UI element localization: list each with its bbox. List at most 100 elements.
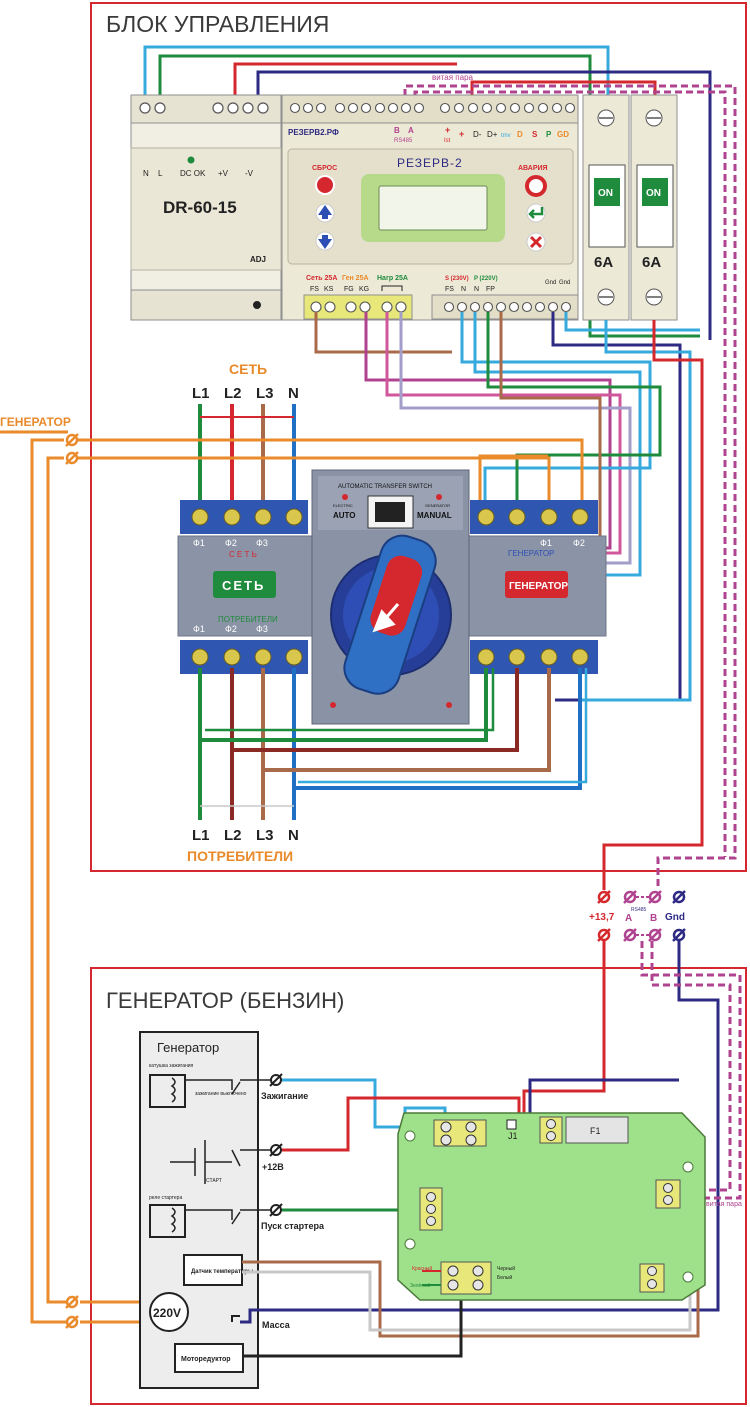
output-220v <box>149 1292 189 1332</box>
handle-arrow-icon <box>372 603 400 633</box>
link-power-label: +13,7 <box>589 912 615 923</box>
mains-badge <box>213 571 276 598</box>
controller-term-ist: Ist <box>444 138 451 144</box>
term-kg: KG <box>359 286 369 293</box>
controller-term-p: P <box>546 130 552 139</box>
consumer-phase-labels: L1 L2 L3 N <box>192 827 299 844</box>
mains-l3: L3 <box>256 385 274 402</box>
generator-badge <box>505 571 568 598</box>
reset-button[interactable] <box>315 175 335 195</box>
ats-left-bottom-ph3: Ф3 <box>256 624 268 634</box>
generator-feed-label: ГЕНЕРАТОР <box>0 415 71 429</box>
enter-arrow-icon <box>528 207 544 219</box>
psu-terminal-n: N <box>143 169 149 178</box>
ats-left-top-caption: С Е Т Ь <box>229 550 257 559</box>
mains-l2: L2 <box>224 385 242 402</box>
ignition-label: Зажигание <box>261 1091 308 1101</box>
term-fs2: FS <box>445 286 454 293</box>
ats-indicator-electric: ELECTRIC <box>333 503 353 508</box>
link-a-label: A <box>625 913 632 924</box>
consumer-n: N <box>288 827 299 844</box>
controller-term-tmv: tmv <box>501 133 511 139</box>
mains-wires <box>198 404 296 505</box>
ats-title: AUTOMATIC TRANSFER SWITCH <box>338 484 432 490</box>
term-n2: N <box>474 286 479 293</box>
ats-right-caption: ГЕНЕРАТОР <box>508 549 554 558</box>
output-220v-label: 220V <box>153 1306 181 1320</box>
board-red-label: Красный <box>412 1265 432 1272</box>
controller-name: РЕЗЕРВ-2 <box>397 156 463 170</box>
term-fp: FP <box>486 286 495 293</box>
generator-badge-text: ГЕНЕРАТОР <box>509 581 568 592</box>
generator-panel-title: Генератор <box>157 1040 219 1055</box>
temp-sensor-label: Датчик температуры <box>191 1269 253 1275</box>
ats-electric-led <box>342 494 348 500</box>
control-board: J1 F1 Красный Зелёный Черный Белый <box>397 1112 706 1301</box>
consumer-wires <box>198 668 588 820</box>
ats-mode-manual: MANUAL <box>417 511 452 520</box>
ats-left-bottom-ph1: Ф1 <box>193 624 205 634</box>
ground-label: Масса <box>262 1320 291 1330</box>
alarm-label: АВАРИЯ <box>518 165 548 172</box>
breaker-2-rating: 6A <box>642 254 661 271</box>
psu-terminal-plus-v: +V <box>218 169 229 178</box>
breaker-2-handle[interactable] <box>642 178 668 206</box>
link-terminals: +13,7 RS485 A B Gnd <box>589 890 686 942</box>
gear-motor-label: Моторедуктор <box>181 1356 231 1363</box>
controller-top-screws <box>289 102 576 114</box>
starter-relay-label: реле стартера <box>149 1195 182 1201</box>
start-label: СТАРТ <box>206 1178 222 1184</box>
fuse-label: F1 <box>590 1126 601 1136</box>
board-white-label: Белый <box>497 1274 512 1281</box>
term-ks: KS <box>324 286 334 293</box>
ats-right-ph1: Ф1 <box>540 538 552 548</box>
psu-adj: ADJ <box>250 255 266 264</box>
control-block-title: БЛОК УПРАВЛЕНИЯ <box>106 11 329 37</box>
mains-label: СЕТЬ <box>229 361 267 377</box>
link-rs485-label: RS485 <box>631 907 647 913</box>
psu-terminal-l: L <box>158 169 163 178</box>
twisted-pair-label-top: витая пара <box>432 73 474 82</box>
controller-term-d: D <box>517 130 523 139</box>
controller-term-a: A <box>408 126 414 135</box>
group-s: S (230V) <box>445 276 469 282</box>
breaker-1-rating: 6A <box>594 254 613 271</box>
psu-terminal-minus-v: -V <box>245 169 254 178</box>
mains-n: N <box>288 385 299 402</box>
generator-feed-terminals <box>65 433 79 1329</box>
down-arrow-icon <box>318 239 332 249</box>
breaker-1-handle[interactable] <box>594 178 620 206</box>
ats-screws <box>191 508 589 666</box>
ats-left-top-ph2: Ф2 <box>225 538 237 548</box>
rotary-handle[interactable] <box>339 530 442 699</box>
starter-label: Пуск стартера <box>261 1221 325 1231</box>
mains-phase-labels: L1 L2 L3 N <box>192 385 299 402</box>
ats-generator-led <box>436 494 442 500</box>
mains-badge-text: СЕТЬ <box>222 578 265 593</box>
generator-panel: Генератор катушка зажигания зажигание вы… <box>139 1031 275 1389</box>
group-mains: Сеть 25А <box>306 275 337 282</box>
consumer-l2: L2 <box>224 827 242 844</box>
controller-term-plus2: + <box>459 129 464 139</box>
controller-term-rs485: RS485 <box>394 138 413 144</box>
twisted-pair-label-bottom: витая пара <box>706 1201 742 1208</box>
ats-left-bottom-caption: ПОТРЕБИТЕЛИ <box>218 615 278 624</box>
power-supply: N L DC OK +V -V DR-60-15 ADJ <box>130 94 282 321</box>
group-gen: Ген 25А <box>342 275 369 282</box>
up-arrow-icon <box>318 205 332 215</box>
control-block-frame <box>90 2 747 872</box>
breaker-2-state: ON <box>646 188 661 199</box>
ats-indicator-generator: GENERATOR <box>425 503 450 508</box>
ats-mode-auto: AUTO <box>333 511 356 520</box>
controller-term-gd: GD <box>557 130 569 139</box>
alarm-button[interactable] <box>525 175 547 197</box>
ats-left-top-ph1: Ф1 <box>193 538 205 548</box>
psu-terminal-dcok: DC OK <box>180 169 206 178</box>
term-gnd2: Gnd <box>559 280 570 286</box>
breakers: ON ON 6A 6A <box>582 94 678 321</box>
term-fs1: FS <box>310 286 319 293</box>
controller-term-plus1: + <box>445 125 450 135</box>
psu-model: DR-60-15 <box>163 198 237 217</box>
dc-ok-led <box>187 156 195 164</box>
